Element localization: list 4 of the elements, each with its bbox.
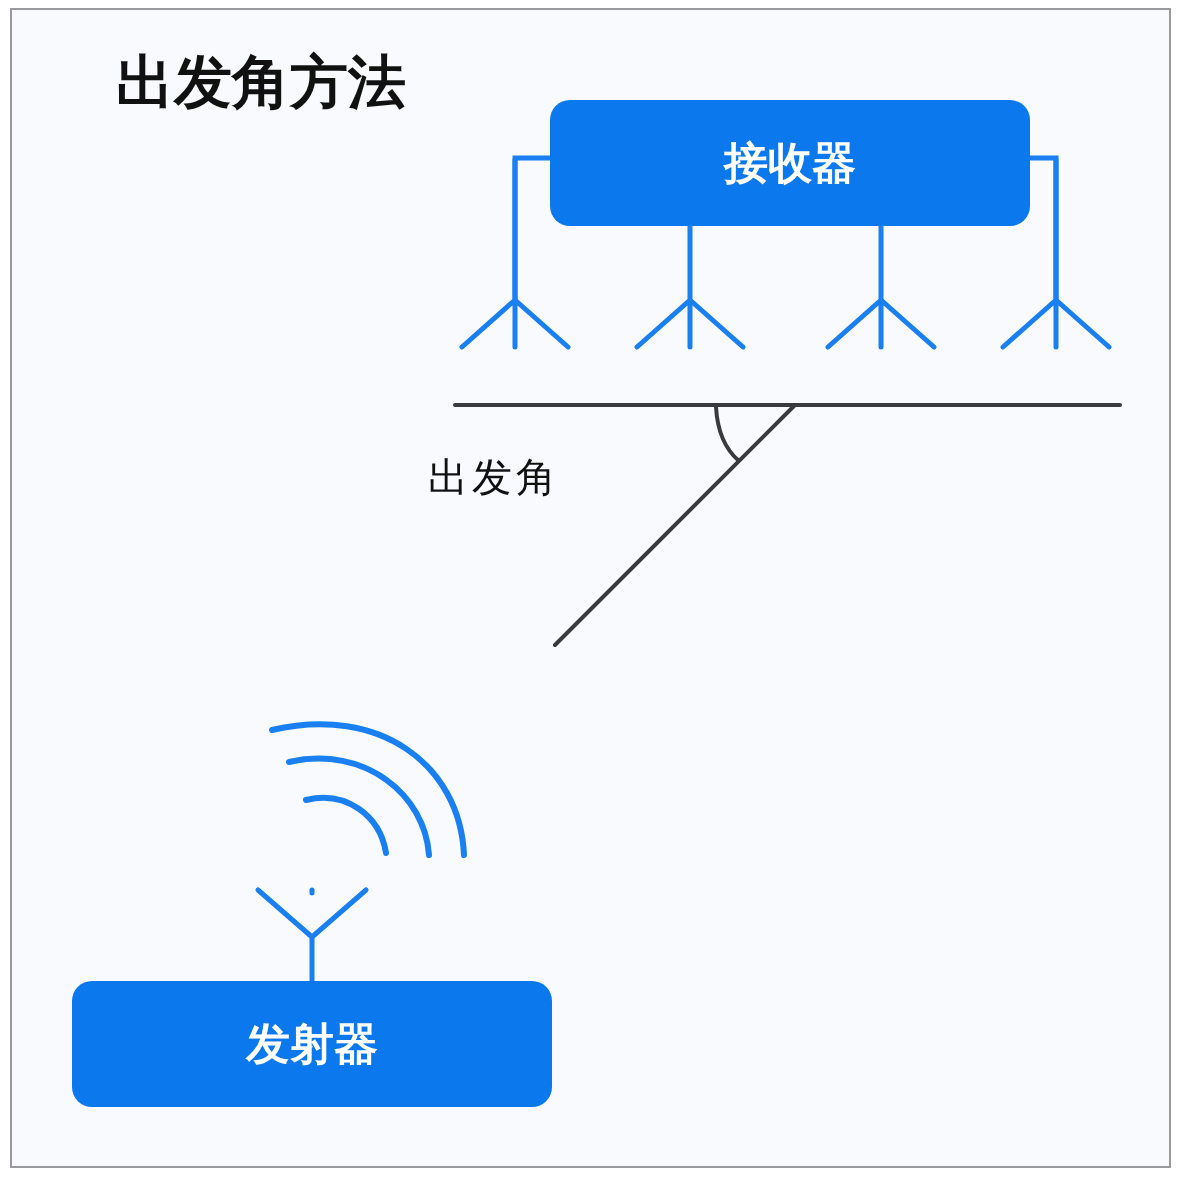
angle-label: 出发角 xyxy=(428,453,560,502)
title: 出发角方法 xyxy=(116,47,406,118)
receiver-box: 接收器 xyxy=(550,100,1030,226)
transmitter-box: 发射器 xyxy=(72,981,552,1107)
